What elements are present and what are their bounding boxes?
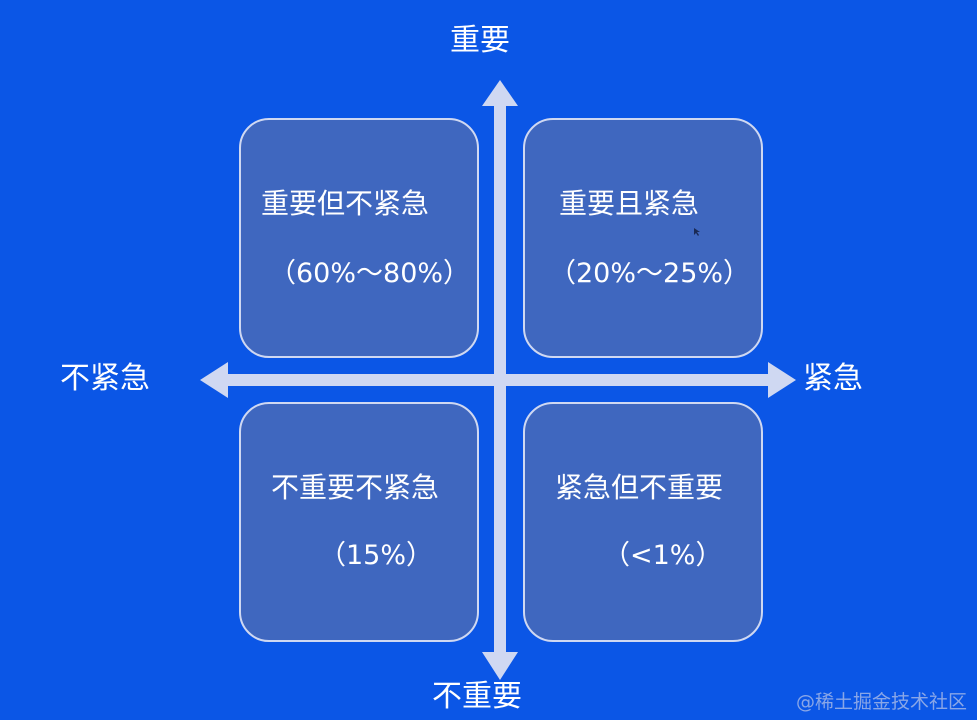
quadrant-title: 重要但不紧急 (261, 187, 430, 220)
axis-label-not-urgent: 不紧急 (60, 361, 150, 396)
quadrant-title: 紧急但不重要 (555, 471, 724, 504)
quadrant-important-not-urgent: 重要但不紧急 （60%～80%） (239, 118, 479, 358)
quadrant-urgent-not-important: 紧急但不重要 （<1%） (523, 402, 763, 642)
watermark: @稀土掘金技术社区 (795, 691, 967, 713)
horizontal-axis-line (224, 374, 772, 386)
quadrant-percent: （<1%） (603, 540, 723, 571)
arrow-down (482, 652, 518, 680)
axis-label-important: 重要 (450, 23, 510, 58)
quadrant-not-important-not-urgent: 不重要不紧急 （15%） (239, 402, 479, 642)
quadrant-percent: （60%～80%） (269, 258, 471, 289)
axis-label-not-important: 不重要 (432, 679, 522, 714)
axis-label-urgent: 紧急 (803, 361, 863, 396)
arrow-right (768, 362, 796, 398)
quadrant-percent: （15%） (319, 540, 434, 571)
quadrant-percent: （20%～25%） (549, 258, 751, 289)
quadrant-title: 重要且紧急 (559, 187, 700, 220)
arrow-left (200, 362, 228, 398)
quadrant-important-urgent: 重要且紧急 （20%～25%） (523, 118, 763, 358)
mouse-cursor-icon (694, 228, 700, 236)
quadrant-title: 不重要不紧急 (271, 471, 440, 504)
arrow-up (482, 80, 518, 106)
